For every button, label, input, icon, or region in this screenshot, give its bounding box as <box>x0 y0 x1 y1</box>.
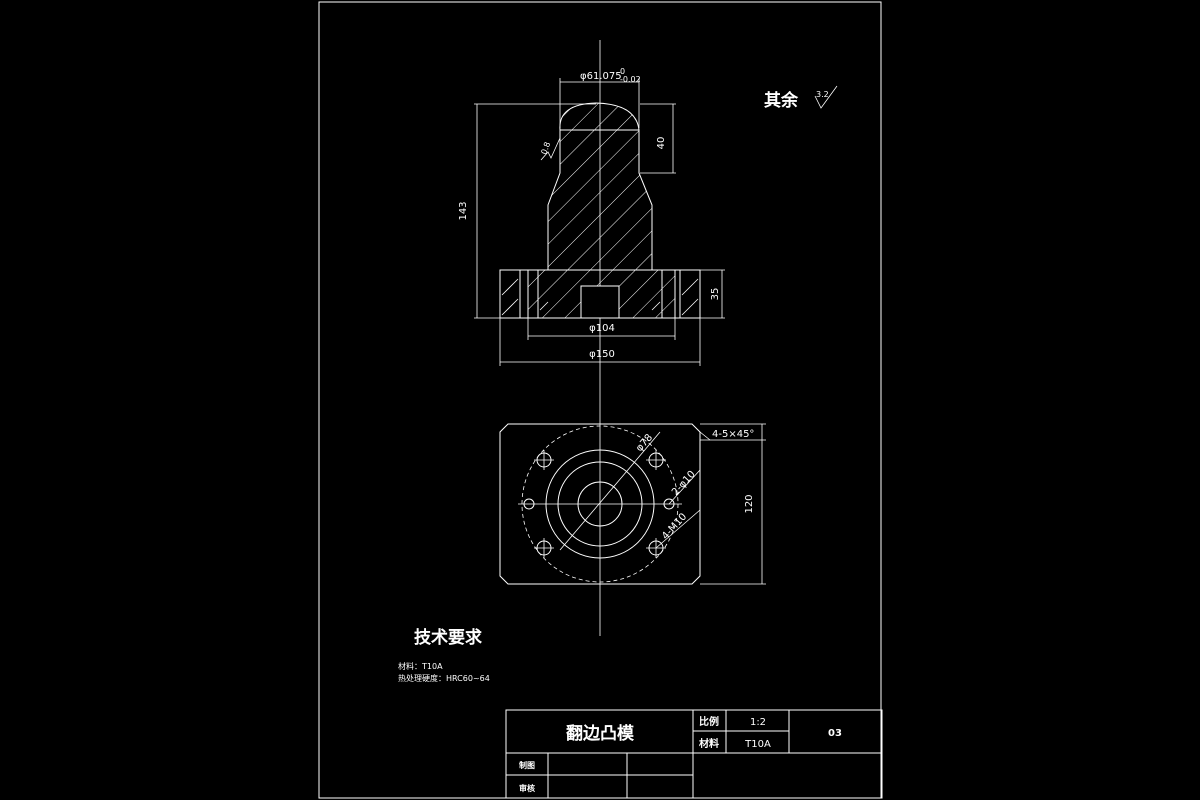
dim-top-diameter: φ61.075 <box>580 71 622 82</box>
tech-requirements-line2: 热处理硬度：HRC60~64 <box>398 673 490 683</box>
material-value: T10A <box>744 739 771 750</box>
roughness-symbol-icon <box>814 85 838 109</box>
dim-pin-holes: 2-φ10 <box>670 469 698 498</box>
dim-inner-diameter: φ104 <box>589 323 615 334</box>
drawn-by-label: 制图 <box>519 760 535 770</box>
dim-flange-height: 35 <box>710 288 721 301</box>
roughness-note-value: 3.2 <box>816 90 829 99</box>
material-label: 材料 <box>699 737 719 750</box>
scale-label: 比例 <box>699 715 719 728</box>
dim-plate-size: 120 <box>744 494 755 513</box>
local-roughness-value: 0.8 <box>539 141 552 156</box>
dim-top-tol-upper: 0 <box>620 67 625 76</box>
top-plan-view <box>499 400 766 636</box>
dim-top-tol-lower: -0.02 <box>620 75 641 84</box>
title-block-grid <box>505 709 883 799</box>
tech-requirements-title: 技术要求 <box>414 627 482 648</box>
dim-head-height: 40 <box>656 137 667 150</box>
part-name: 翻边凸模 <box>566 723 635 744</box>
scale-value: 1:2 <box>750 717 766 728</box>
dim-chamfer: 4-5×45° <box>712 429 754 440</box>
dim-pitch-circle: φ78 <box>634 432 655 454</box>
tech-requirements-line1: 材料：T10A <box>398 661 443 671</box>
drawing-number: 03 <box>828 728 842 739</box>
dim-outer-diameter: φ150 <box>589 349 615 360</box>
dim-total-height: 143 <box>458 201 469 220</box>
dim-screw-holes: 4-M10 <box>660 511 689 542</box>
roughness-note-label: 其余 <box>764 90 799 111</box>
front-section-view <box>474 40 725 400</box>
checked-by-label: 审核 <box>519 783 535 793</box>
